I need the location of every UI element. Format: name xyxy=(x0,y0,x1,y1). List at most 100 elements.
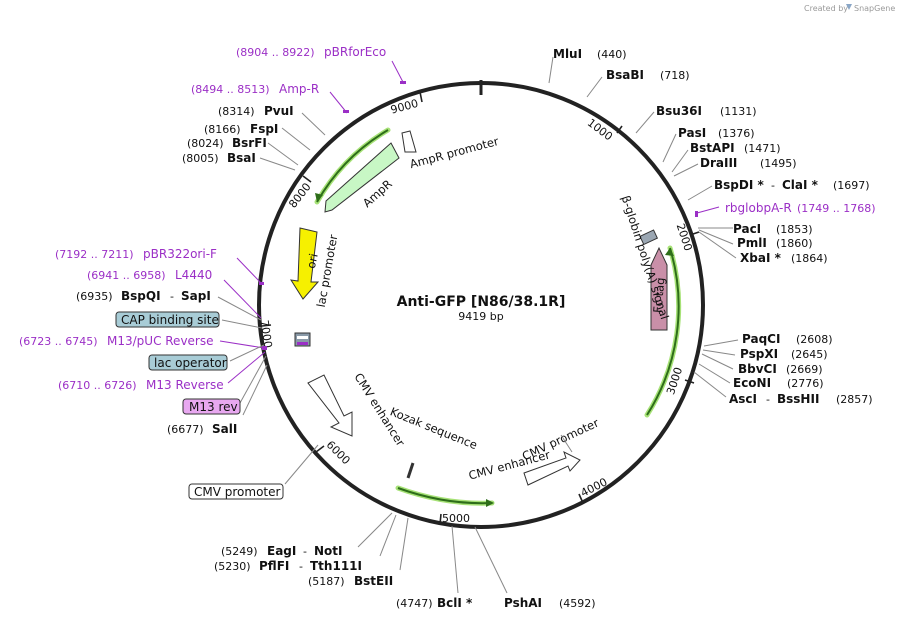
ampr-orf-arrowhead xyxy=(315,193,323,202)
boxed-labels: CAP binding site lac operator M13 rev CM… xyxy=(115,311,319,500)
site-position: (1471) xyxy=(744,142,781,155)
site-label[interactable]: MluI (440) xyxy=(548,47,627,84)
primer-label[interactable]: (6941 .. 6958) L4440 xyxy=(87,268,262,319)
scale-tick xyxy=(315,445,325,453)
site-leader xyxy=(474,526,508,594)
site-label[interactable]: PshAI (4592) xyxy=(474,526,596,610)
site-label[interactable]: PmlI (1860) xyxy=(698,229,813,250)
site-separator: - xyxy=(170,290,174,303)
site-separator: - xyxy=(303,545,307,558)
site-label[interactable]: (5230) PflFI - Tth111I xyxy=(214,514,397,573)
primer-label[interactable]: (6710 .. 6726) M13 Reverse xyxy=(58,351,266,392)
site-name: PmlI xyxy=(737,236,767,250)
site-label[interactable]: PasI (1376) xyxy=(662,126,755,163)
site-position: (8166) xyxy=(204,123,241,136)
site-name: SalI xyxy=(212,422,237,436)
ampr-arrow[interactable] xyxy=(324,142,400,213)
lacop-text: lac operator xyxy=(154,356,227,370)
site-position: (4747) xyxy=(396,597,433,610)
site-label[interactable]: AscI - BssHII (2857) xyxy=(693,371,873,406)
scale-tick xyxy=(578,493,584,504)
site-label[interactable]: EcoNI (2776) xyxy=(698,363,824,390)
cmv-enhancer-right-arrow[interactable] xyxy=(523,451,581,486)
insert-orf-arrowhead xyxy=(486,499,494,507)
cmv-promoter-right-label: CMV promoter xyxy=(520,416,601,464)
feature-lac-small[interactable] xyxy=(294,332,311,347)
plasmid-name: Anti-GFP [N86/38.1R] xyxy=(397,294,566,310)
site-name: PvuI xyxy=(264,104,294,118)
site-leader xyxy=(281,127,311,151)
primer-label[interactable]: (6723 .. 6745) M13/pUC Reverse xyxy=(19,334,267,350)
ori-arrow[interactable] xyxy=(289,227,320,300)
cap-leader xyxy=(221,319,263,329)
primer-range: (6710 .. 6726) xyxy=(58,379,137,392)
site-name-2: SapI xyxy=(181,289,211,303)
site-label[interactable]: DraIII (1495) xyxy=(673,156,797,177)
site-label[interactable]: (8024) BsrFI xyxy=(187,136,299,166)
site-label[interactable]: (8005) BsaI xyxy=(182,151,296,171)
site-name: PaqCI xyxy=(742,332,780,346)
site-leader xyxy=(673,163,699,177)
primer-label[interactable]: (8494 .. 8513) Amp-R xyxy=(191,82,349,114)
scale-tick-label: 8000 xyxy=(286,181,313,211)
cmv-enhancer-left-arrow[interactable] xyxy=(307,374,353,437)
site-name: DraIII xyxy=(700,156,737,170)
site-leader xyxy=(693,371,727,398)
feature-cmv-right[interactable]: CMV enhancer CMV promoter xyxy=(467,416,601,486)
scale-tick xyxy=(689,231,700,236)
site-leader xyxy=(703,339,739,347)
site-position: (1864) xyxy=(791,252,828,265)
primer-range: (6941 .. 6958) xyxy=(87,269,166,282)
polya-mark[interactable] xyxy=(639,229,659,246)
site-label[interactable]: (5187) BstEII xyxy=(308,517,409,588)
scale-tick xyxy=(616,125,623,134)
cmv-promoter-right-leader xyxy=(560,434,573,453)
m13rev-leader xyxy=(239,355,267,404)
primer-label[interactable]: (7192 .. 7211) pBR322ori-F xyxy=(55,247,264,285)
site-label[interactable]: BstAPI (1471) xyxy=(671,141,781,173)
site-label[interactable]: (8166) FspI xyxy=(204,122,311,151)
site-position: (1853) xyxy=(776,223,813,236)
site-label[interactable]: Bsu36I (1131) xyxy=(635,104,757,134)
restriction-sites-right: MluI (440) BsaBI (718) Bsu36I (1131) Pas… xyxy=(548,47,873,406)
site-label[interactable]: BbvCI (2669) xyxy=(701,353,823,376)
cmv-promoter-label[interactable]: CMV promoter xyxy=(188,444,319,500)
site-separator: - xyxy=(299,560,303,573)
kozak-label: Kozak sequence xyxy=(388,404,479,452)
m13-rev-label[interactable]: M13 rev xyxy=(182,355,267,415)
insert-orf-line xyxy=(397,487,493,505)
primer-label[interactable]: (8904 .. 8922) pBRforEco xyxy=(236,45,406,85)
primer-label[interactable]: rbglobpA-R (1749 .. 1768) xyxy=(695,201,876,217)
cap-binding-site-label[interactable]: CAP binding site xyxy=(115,311,263,329)
feature-ampr-promoter[interactable]: AmpR promoter xyxy=(401,130,500,171)
site-name: BsaBI xyxy=(606,68,644,82)
site-label[interactable]: (6677) SalI xyxy=(167,364,268,436)
site-label[interactable]: (5249) EagI - NotI xyxy=(221,512,393,558)
primer-leader xyxy=(329,91,348,114)
orf-arcs xyxy=(314,127,682,507)
primer-leader xyxy=(391,60,405,85)
site-label[interactable]: (6935) BspQI - SapI xyxy=(76,289,262,321)
site-position: (1697) xyxy=(833,179,870,192)
site-label[interactable]: PacI (1853) xyxy=(698,222,813,236)
site-name-2: Tth111I xyxy=(310,559,362,573)
cmvprom-leader xyxy=(284,444,319,485)
site-label[interactable]: BsaBI (718) xyxy=(586,68,690,98)
feature-fc-tag[interactable]: Fc tag β-globin poly(A) signal xyxy=(619,194,672,331)
feature-ori[interactable]: ori lac promoter xyxy=(289,227,340,308)
site-name: Bsu36I xyxy=(656,104,702,118)
site-label[interactable]: BspDI * - ClaI * (1697) xyxy=(687,178,870,201)
site-label[interactable]: XbaI * (1864) xyxy=(698,231,828,265)
site-position: (1495) xyxy=(760,157,797,170)
site-name-2: ClaI * xyxy=(782,178,819,192)
site-name: BsrFI xyxy=(232,136,267,150)
site-position: (5249) xyxy=(221,545,258,558)
site-label[interactable]: (4747) BclI * xyxy=(396,525,473,610)
site-label[interactable]: PspXI (2645) xyxy=(702,347,828,361)
site-label[interactable]: PaqCI (2608) xyxy=(703,332,833,347)
ampr-promoter-arrow[interactable] xyxy=(401,130,417,153)
lac-operator-label[interactable]: lac operator xyxy=(148,344,265,371)
site-label[interactable]: (8314) PvuI xyxy=(218,104,326,136)
kozak-mark[interactable] xyxy=(406,462,415,479)
fc-tag-arrow[interactable] xyxy=(650,246,668,331)
